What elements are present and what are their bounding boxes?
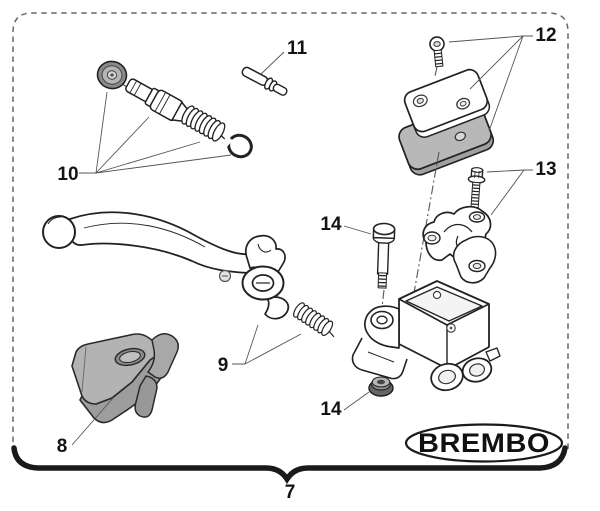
callouts: 7 8 9 10 11 12 13 14 14 — [57, 25, 557, 503]
callout-14b: 14 — [320, 399, 342, 420]
part-reservoir-cap — [403, 68, 491, 138]
leader-10 — [79, 91, 232, 174]
part-master-cylinder-body — [351, 235, 501, 392]
part-lever-guard — [71, 333, 179, 424]
part-pivot-nut — [368, 376, 394, 397]
callout-14a: 14 — [320, 214, 342, 235]
brembo-logo: BREMBO — [404, 423, 564, 463]
callout-12: 12 — [535, 25, 556, 46]
part-piston — [125, 78, 195, 124]
part-group-reservoir-cap — [398, 36, 495, 176]
part-cap-screw — [429, 36, 445, 68]
leader-14b — [343, 391, 370, 411]
callout-13: 13 — [535, 159, 556, 180]
part-pivot-bolt — [372, 222, 396, 289]
callout-8: 8 — [57, 436, 68, 457]
part-circlip — [221, 133, 253, 159]
callout-7: 7 — [285, 482, 296, 503]
leader-11 — [260, 51, 285, 75]
callout-10: 10 — [57, 164, 78, 185]
part-clamp-bolt — [467, 167, 486, 209]
leader-lines — [71, 35, 533, 446]
part-group-clamp — [422, 167, 492, 262]
frame-border — [12, 12, 569, 452]
part-lever-spring — [293, 302, 335, 338]
part-group-piston-kit — [96, 60, 253, 159]
part-pushrod-pin — [241, 66, 288, 96]
callout-11: 11 — [287, 38, 308, 59]
lever-ball-end — [42, 215, 76, 249]
leader-13 — [486, 169, 533, 216]
brembo-logo-text: BREMBO — [418, 428, 550, 458]
part-brake-lever — [42, 211, 290, 320]
part-piston-spring — [181, 105, 228, 142]
leader-14a — [343, 225, 372, 235]
assembly-brace — [11, 445, 568, 485]
leader-9 — [232, 324, 302, 365]
leader-8 — [71, 397, 114, 446]
leader-12 — [448, 35, 533, 132]
part-washer — [96, 60, 128, 90]
callout-9: 9 — [218, 355, 229, 376]
